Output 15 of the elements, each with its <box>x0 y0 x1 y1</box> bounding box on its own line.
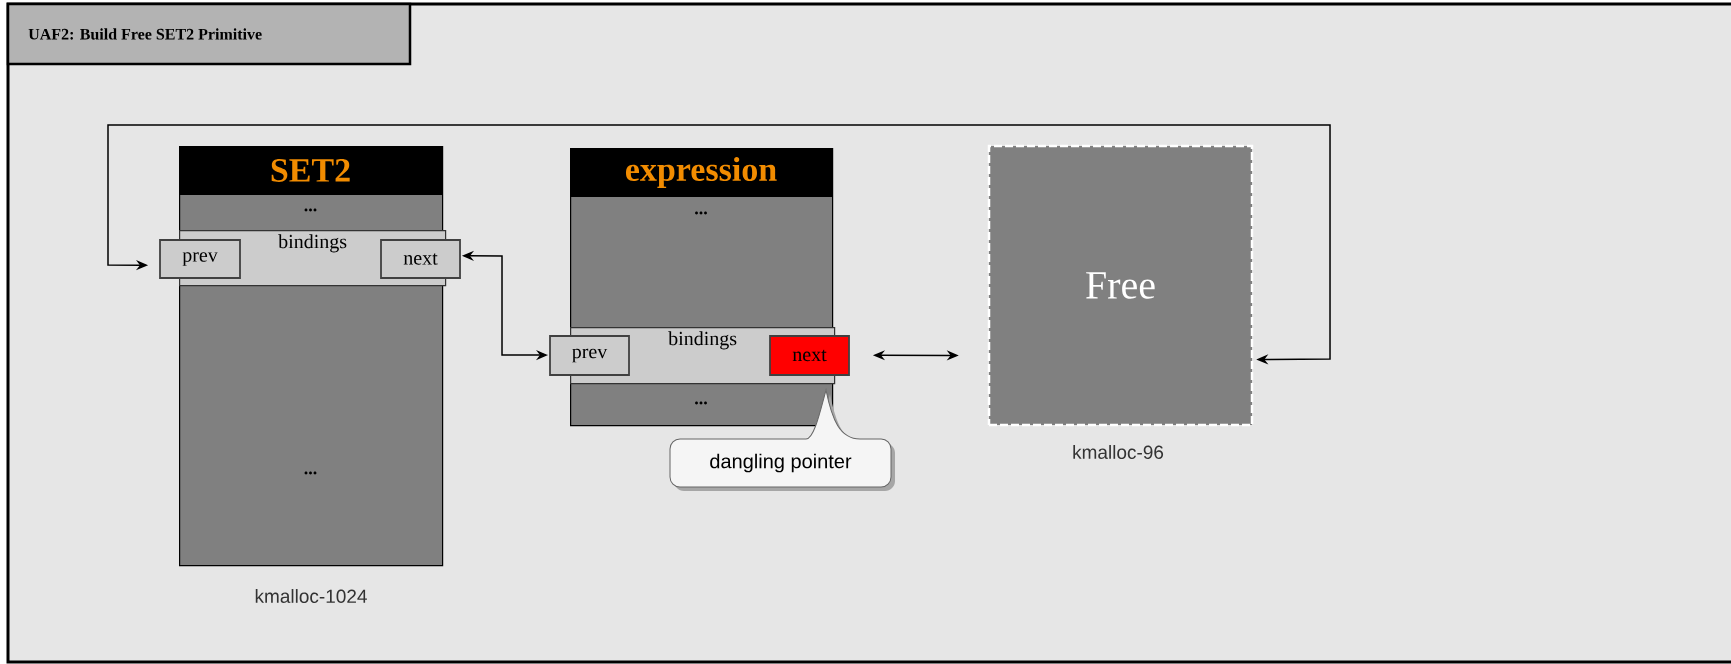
arrow <box>107 124 1331 365</box>
object-header: SET2 <box>179 146 442 195</box>
pointer-field: prev <box>159 239 241 279</box>
title-tab: UAF2: Build Free SET2 Primitive <box>6 2 412 66</box>
object-header: expression <box>570 148 832 197</box>
ellipsis: ... <box>304 471 317 475</box>
pointer-field: next <box>380 239 461 279</box>
ellipsis: ... <box>695 401 707 405</box>
size-label: kmalloc-96 <box>1073 445 1164 459</box>
ellipsis: ... <box>695 211 707 215</box>
size-label: kmalloc-1024 <box>255 589 367 603</box>
pointer-field: prev <box>549 335 630 376</box>
ellipsis: ... <box>304 208 317 212</box>
pointer-field: next <box>769 335 850 376</box>
freed-block: Free <box>987 144 1254 427</box>
